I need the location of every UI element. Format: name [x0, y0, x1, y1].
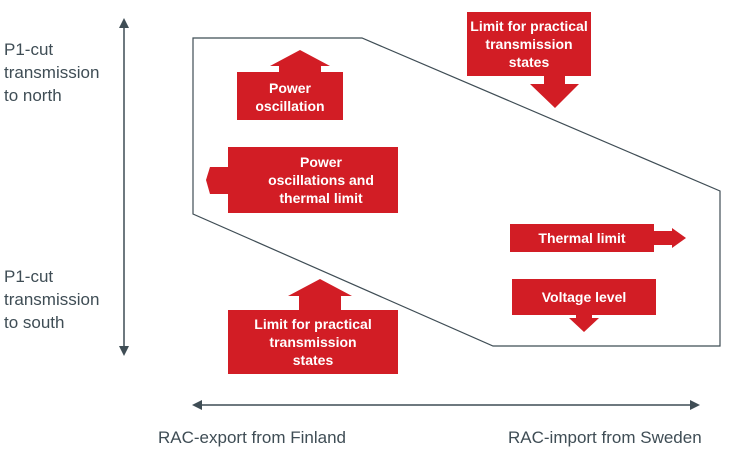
operating-region-outline — [192, 37, 721, 347]
power-oscillation-line-2: oscillation — [255, 98, 325, 114]
thermal-limit-arrow — [510, 224, 686, 252]
power-oscillations-thermal-label: Power oscillations and thermal limit — [246, 148, 396, 212]
limit-practical-bottom-arrow — [228, 279, 398, 374]
vertical-axis-arrow — [119, 18, 129, 356]
power-oscillation-line-1: Power — [268, 80, 311, 96]
thermal-limit-label: Thermal limit — [510, 224, 654, 252]
limit-practical-bottom-label: Limit for practical transmission states — [228, 311, 398, 373]
limit-practical-top-arrow — [467, 12, 591, 108]
voltage-level-label: Voltage level — [512, 279, 656, 315]
horizontal-axis-arrow — [192, 400, 700, 410]
y-south-line-3: to south — [4, 313, 65, 332]
lpb-line-3: states — [292, 352, 334, 368]
y-north-line-3: to north — [4, 86, 62, 105]
limit-practical-top-label: Limit for practical transmission states — [467, 13, 591, 75]
lpt-line-3: states — [508, 54, 550, 70]
power-oscillation-arrow — [237, 50, 343, 120]
pot-line-3: thermal limit — [279, 190, 363, 206]
pot-line-2: oscillations and — [268, 172, 374, 188]
power-oscillation-label: Power oscillation — [237, 74, 343, 120]
y-axis-south-label: P1-cut transmission to south — [4, 265, 99, 334]
x-axis-right-label: RAC-import from Sweden — [508, 428, 702, 447]
power-oscillations-thermal-arrow — [206, 147, 398, 213]
y-north-line-1: P1-cut — [4, 40, 54, 59]
x-axis-left-label: RAC-export from Finland — [158, 428, 347, 447]
lpb-line-1: Limit for practical — [254, 316, 372, 332]
y-north-line-2: transmission — [4, 63, 100, 82]
thermal-limit-line-1: Thermal limit — [538, 230, 626, 246]
lpt-line-2: transmission — [485, 36, 573, 52]
y-axis-north-label: P1-cut transmission to north — [4, 38, 99, 107]
y-south-line-1: P1-cut — [4, 267, 54, 286]
voltage-level-line-1: Voltage level — [541, 289, 627, 305]
pot-line-1: Power — [299, 154, 342, 170]
lpt-line-1: Limit for practical — [470, 18, 588, 34]
lpb-line-2: transmission — [269, 334, 357, 350]
y-south-line-2: transmission — [4, 290, 100, 309]
voltage-level-arrow — [512, 279, 656, 332]
